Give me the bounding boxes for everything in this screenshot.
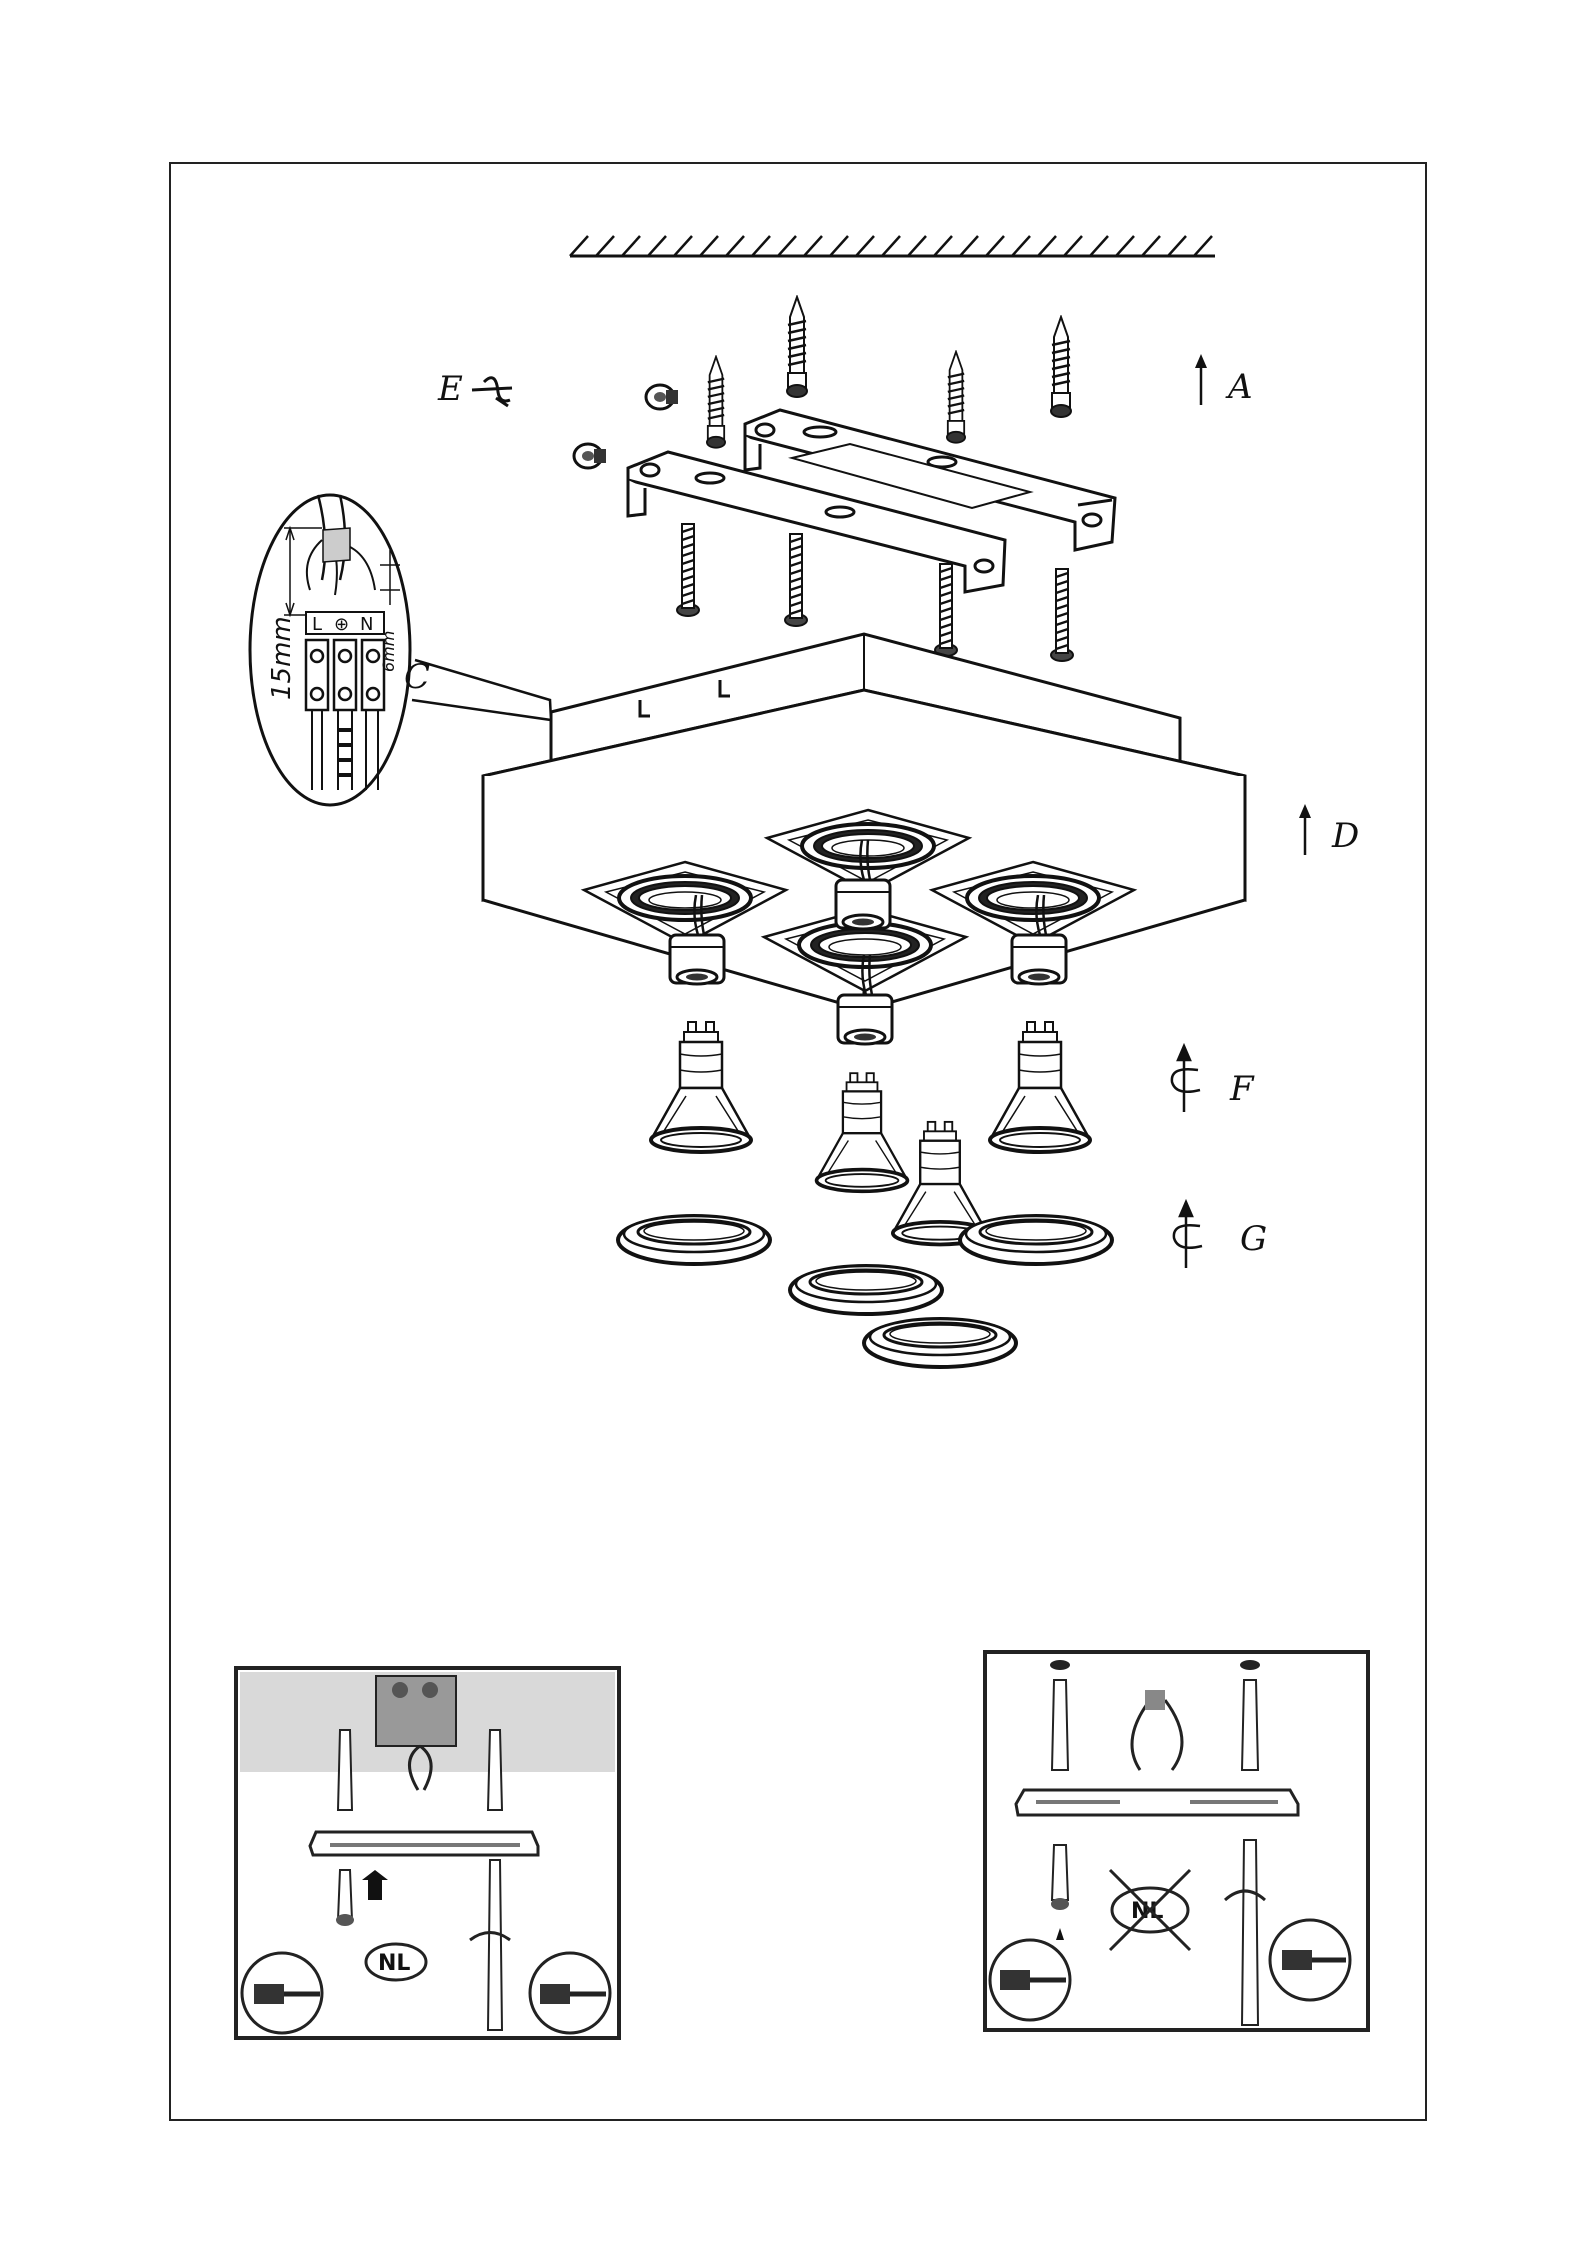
inset-left-badge: NL xyxy=(378,1951,410,1976)
core-length-label: 6mm xyxy=(379,631,398,672)
inset-right: NL xyxy=(985,1652,1368,2030)
cover-ring-icon xyxy=(618,1216,1112,1367)
label-g: G xyxy=(1240,1219,1267,1259)
wiring-detail: L ⊕ N 15mm 6mm xyxy=(250,495,551,805)
label-c: C xyxy=(404,657,430,697)
label-f: F xyxy=(1229,1069,1255,1109)
strip-length-label: 15mm xyxy=(267,616,297,700)
terminal-l: L xyxy=(312,614,322,635)
rotate-arrow-icon xyxy=(1172,1046,1200,1112)
mounting-bracket xyxy=(628,410,1115,592)
ceiling-hatch xyxy=(570,236,1215,256)
label-e: E xyxy=(437,369,463,409)
inset-left: NL xyxy=(236,1668,619,2038)
label-a: A xyxy=(1225,367,1253,407)
arrow-up-icon xyxy=(1195,354,1207,405)
gu10-bulb-icon xyxy=(651,1022,1090,1244)
washer-screw-icon xyxy=(472,378,512,406)
arrow-up-icon xyxy=(1299,804,1311,855)
rotate-arrow-icon xyxy=(1174,1202,1202,1268)
terminal-n: N xyxy=(360,614,373,635)
label-d: D xyxy=(1331,816,1359,856)
terminal-earth: ⊕ xyxy=(334,614,349,635)
